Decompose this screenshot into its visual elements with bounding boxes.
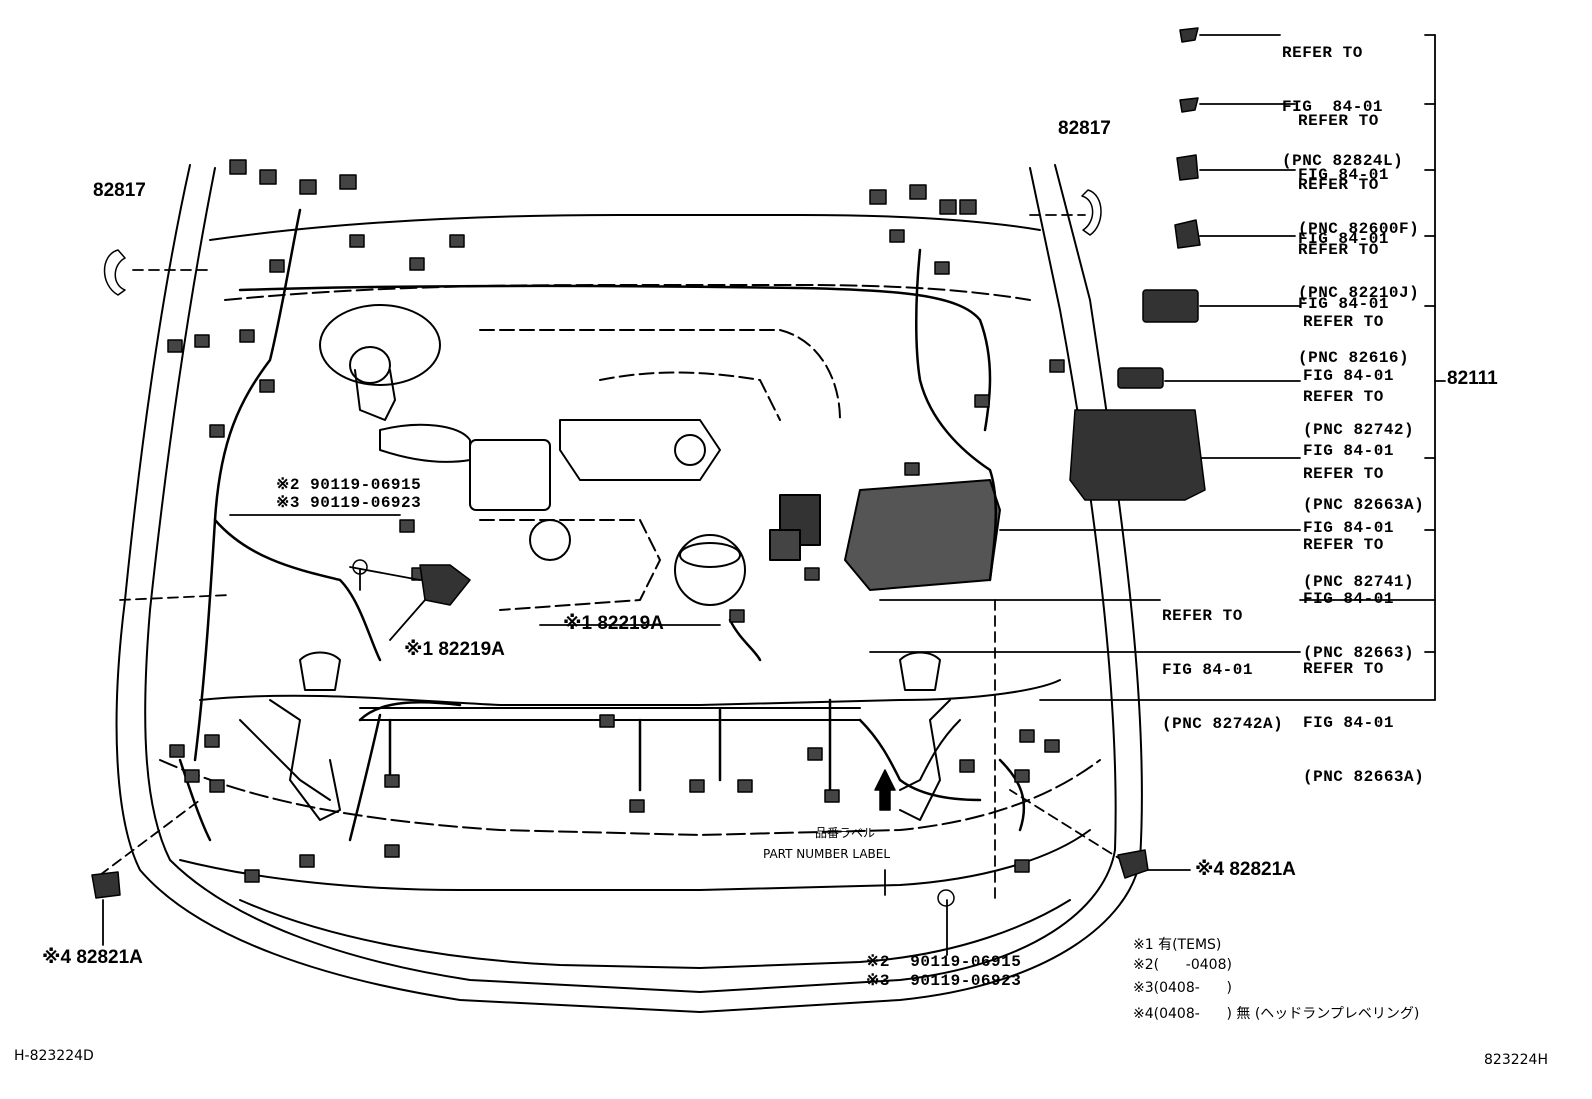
illustration-id-right: 823224H — [1484, 1052, 1548, 1068]
wire-harness — [178, 208, 1026, 842]
refer-line3: (PNC 82824L) — [1282, 152, 1404, 170]
refer-line3: (PNC 82600F) — [1298, 220, 1420, 238]
refer-line2: FIG 84-01 — [1298, 230, 1389, 248]
refer-line3: (PNC 82663A) — [1303, 496, 1425, 514]
refer-line1: REFER TO — [1162, 607, 1243, 625]
refer-line1: REFER TO — [1303, 388, 1384, 406]
refer-callout-82741: REFER TO FIG 84-01 (PNC 82741) — [1303, 429, 1414, 609]
note-4: ※4(0408- ) 無 (ヘッドランプレベリング) — [1133, 1006, 1420, 1022]
bolt-part-number-bottom-a: ※2 90119-06915 — [866, 953, 1022, 971]
refer-callout-82600f: REFER TO FIG 84-01 (PNC 82600F) — [1298, 76, 1419, 256]
refer-line2: FIG 84-01 — [1303, 367, 1394, 385]
note-3: ※3(0408- ) — [1133, 980, 1232, 996]
refer-line3: (PNC 82741) — [1303, 573, 1415, 591]
refer-line3: (PNC 82616) — [1298, 349, 1410, 367]
relay-box — [769, 479, 1001, 591]
part-number-label-jp: 品番ラベル — [815, 826, 876, 840]
clip-part-number-left: ※4 82821A — [42, 947, 143, 968]
refer-line3: (PNC 82742A) — [1162, 715, 1284, 733]
refer-line2: FIG 84-01 — [1282, 98, 1384, 116]
refer-line1: REFER TO — [1303, 660, 1384, 678]
refer-line2: FIG 84-01 — [1298, 166, 1389, 184]
refer-line2: FIG 84-01 — [1303, 714, 1394, 732]
bolt-part-number-bottom-b: ※3 90119-06923 — [866, 972, 1022, 990]
refer-line2: FIG 84-01 — [1303, 590, 1394, 608]
sensor-part-number-left: ※1 82219A — [404, 639, 505, 660]
refer-line1: REFER TO — [1303, 313, 1384, 331]
bolt-part-number-left-a: ※2 90119-06915 — [276, 476, 422, 494]
refer-line3: (PNC 82742) — [1303, 421, 1415, 439]
refer-callout-82210j: REFER TO FIG 84-01 (PNC 82210J) — [1298, 140, 1419, 320]
sensor-part-number-center: ※1 82219A — [563, 613, 664, 634]
callout-leaders — [99, 34, 1446, 956]
refer-line1: REFER TO — [1298, 176, 1379, 194]
note-2: ※2( -0408) — [1133, 957, 1232, 973]
refer-line3: (PNC 82663) — [1303, 644, 1415, 662]
main-harness-part-number: 82111 — [1447, 368, 1498, 389]
refer-callout-82742a: REFER TO FIG 84-01 (PNC 82742A) — [1162, 571, 1283, 751]
engine-components — [239, 304, 961, 821]
illustration-id-left: H-823224D — [14, 1048, 94, 1064]
refer-line1: REFER TO — [1282, 44, 1363, 62]
refer-callout-82742: REFER TO FIG 84-01 (PNC 82742) — [1303, 277, 1414, 457]
refer-line2: FIG 84-01 — [1162, 661, 1253, 679]
refer-line2: FIG 84-01 — [1303, 442, 1394, 460]
clamp-part-number-left: 82817 — [93, 180, 146, 201]
refer-callout-82616: REFER TO FIG 84-01 (PNC 82616) — [1298, 205, 1409, 385]
note-1: ※1 有(TEMS) — [1133, 937, 1222, 953]
part-icons — [91, 27, 1206, 907]
connectors — [167, 159, 1065, 883]
refer-callout-82663a: REFER TO FIG 84-01 (PNC 82663A) — [1303, 352, 1424, 532]
refer-line3: (PNC 82210J) — [1298, 284, 1420, 302]
clamp-part-number-right: 82817 — [1058, 118, 1111, 139]
refer-line3: (PNC 82663A) — [1303, 768, 1425, 786]
refer-callout-82663a-lower: REFER TO FIG 84-01 (PNC 82663A) — [1303, 624, 1424, 804]
refer-callout-82824l: REFER TO FIG 84-01 (PNC 82824L) — [1282, 8, 1403, 188]
refer-line2: FIG 84-01 — [1298, 295, 1389, 313]
part-number-label-en: PART NUMBER LABEL — [763, 847, 891, 861]
refer-line1: REFER TO — [1298, 241, 1379, 259]
refer-callout-82663: REFER TO FIG 84-01 (PNC 82663) — [1303, 500, 1414, 680]
bolt-part-number-left-b: ※3 90119-06923 — [276, 494, 422, 512]
refer-line1: REFER TO — [1298, 112, 1379, 130]
refer-line1: REFER TO — [1303, 536, 1384, 554]
refer-line2: FIG 84-01 — [1303, 519, 1394, 537]
vehicle-body-outline — [115, 164, 1143, 1013]
refer-line1: REFER TO — [1303, 465, 1384, 483]
clip-part-number-right: ※4 82821A — [1195, 859, 1296, 880]
